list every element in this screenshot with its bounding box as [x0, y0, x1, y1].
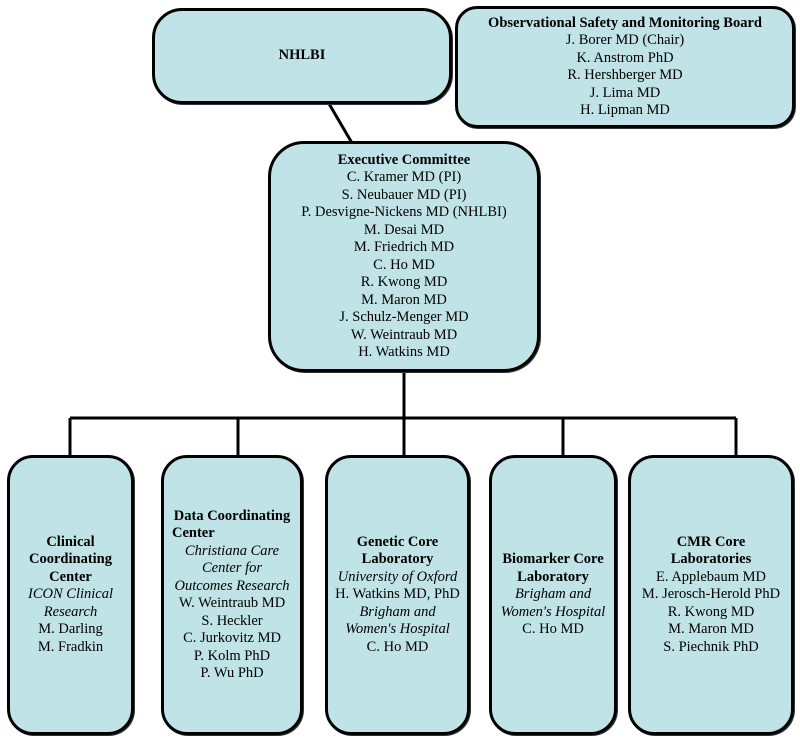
data-center-org: Christiana Care — [184, 542, 280, 559]
executive-title: Executive Committee — [337, 151, 471, 168]
executive-member: H. Watkins MD — [358, 344, 450, 360]
biomarker-core-laboratory-box: Biomarker Core Laboratory Brigham and Wo… — [489, 455, 617, 735]
data-center-member: C. Jurkovitz MD — [183, 630, 281, 646]
cmr-member: S. Piechnik PhD — [663, 638, 759, 655]
clinical-title: Coordinating — [29, 551, 112, 568]
biomarker-title: Laboratory — [517, 568, 589, 585]
data-center-title: Data Coordinating — [173, 507, 291, 524]
clinical-org: Research — [43, 603, 98, 620]
executive-member: J. Schulz-Menger MD — [339, 309, 469, 325]
data-center-member: W. Weintraub MD — [178, 595, 286, 611]
data-center-member: S. Heckler — [201, 612, 263, 629]
osmb-title: Observational Safety and Monitoring Boar… — [488, 14, 762, 31]
genetic-org: Brigham and — [359, 603, 436, 620]
clinical-org: ICON Clinical — [28, 586, 113, 603]
nhlbi-box: NHLBI — [152, 8, 452, 104]
osmb-box: Observational Safety and Monitoring Boar… — [455, 6, 795, 128]
cmr-member: R. Kwong MD — [667, 603, 755, 620]
cmr-member: M. Maron MD — [668, 621, 754, 638]
executive-committee-box: Executive Committee C. Kramer MD (PI) S.… — [268, 141, 540, 372]
genetic-member: H. Watkins MD, PhD — [335, 586, 460, 603]
clinical-title: Clinical — [46, 533, 95, 550]
osmb-member: H. Lipman MD — [580, 102, 670, 118]
genetic-title: Laboratory — [361, 551, 434, 568]
clinical-coordinating-center-box: Clinical Coordinating Center ICON Clinic… — [7, 455, 134, 735]
biomarker-org: Women's Hospital — [500, 603, 606, 620]
clinical-member: M. Fradkin — [37, 638, 104, 655]
data-center-org: Outcomes Research — [174, 577, 290, 594]
cmr-member: M. Jerosch-Herold PhD — [641, 586, 781, 603]
osmb-member: R. Hershberger MD — [567, 67, 683, 83]
executive-member: M. Maron MD — [361, 291, 447, 308]
data-center-member: P. Kolm PhD — [193, 647, 271, 664]
biomarker-member: C. Ho MD — [522, 621, 584, 638]
data-center-member: P. Wu PhD — [200, 665, 264, 681]
executive-member: C. Kramer MD (PI) — [346, 169, 462, 185]
cmr-title: CMR Core — [676, 533, 746, 550]
clinical-member: M. Darling — [38, 621, 103, 638]
osmb-member: J. Borer MD (Chair) — [565, 32, 685, 48]
biomarker-org: Brigham and — [514, 586, 592, 603]
executive-member: R. Kwong MD — [360, 274, 448, 290]
executive-member: S. Neubauer MD (PI) — [341, 186, 467, 203]
genetic-org: University of Oxford — [337, 568, 458, 585]
executive-member: M. Desai MD — [363, 221, 445, 238]
clinical-title: Center — [49, 568, 92, 585]
executive-member: W. Weintraub MD — [350, 326, 458, 343]
osmb-member: K. Anstrom PhD — [576, 49, 674, 66]
data-center-org: Center for — [201, 560, 262, 576]
cmr-title: Laboratories — [670, 551, 752, 568]
executive-member: P. Desvigne-Nickens MD (NHLBI) — [301, 204, 507, 220]
nhlbi-exec-connector — [326, 101, 354, 144]
genetic-org: Women's Hospital — [345, 621, 450, 638]
executive-member: M. Friedrich MD — [353, 239, 455, 255]
cmr-core-laboratories-box: CMR Core Laboratories E. Applebaum MD M.… — [628, 455, 794, 735]
genetic-member: C. Ho MD — [366, 638, 429, 655]
genetic-core-laboratory-box: Genetic Core Laboratory University of Ox… — [325, 455, 470, 735]
nhlbi-title: NHLBI — [278, 47, 326, 64]
executive-member: C. Ho MD — [373, 256, 435, 273]
genetic-title: Genetic Core — [356, 533, 439, 550]
biomarker-title: Biomarker Core — [502, 551, 604, 568]
osmb-member: J. Lima MD — [589, 84, 661, 101]
data-center-title: Center — [172, 525, 215, 541]
data-coordinating-center-box: Data Coordinating Center Christiana Care… — [161, 455, 303, 735]
cmr-member: E. Applebaum MD — [656, 568, 766, 585]
